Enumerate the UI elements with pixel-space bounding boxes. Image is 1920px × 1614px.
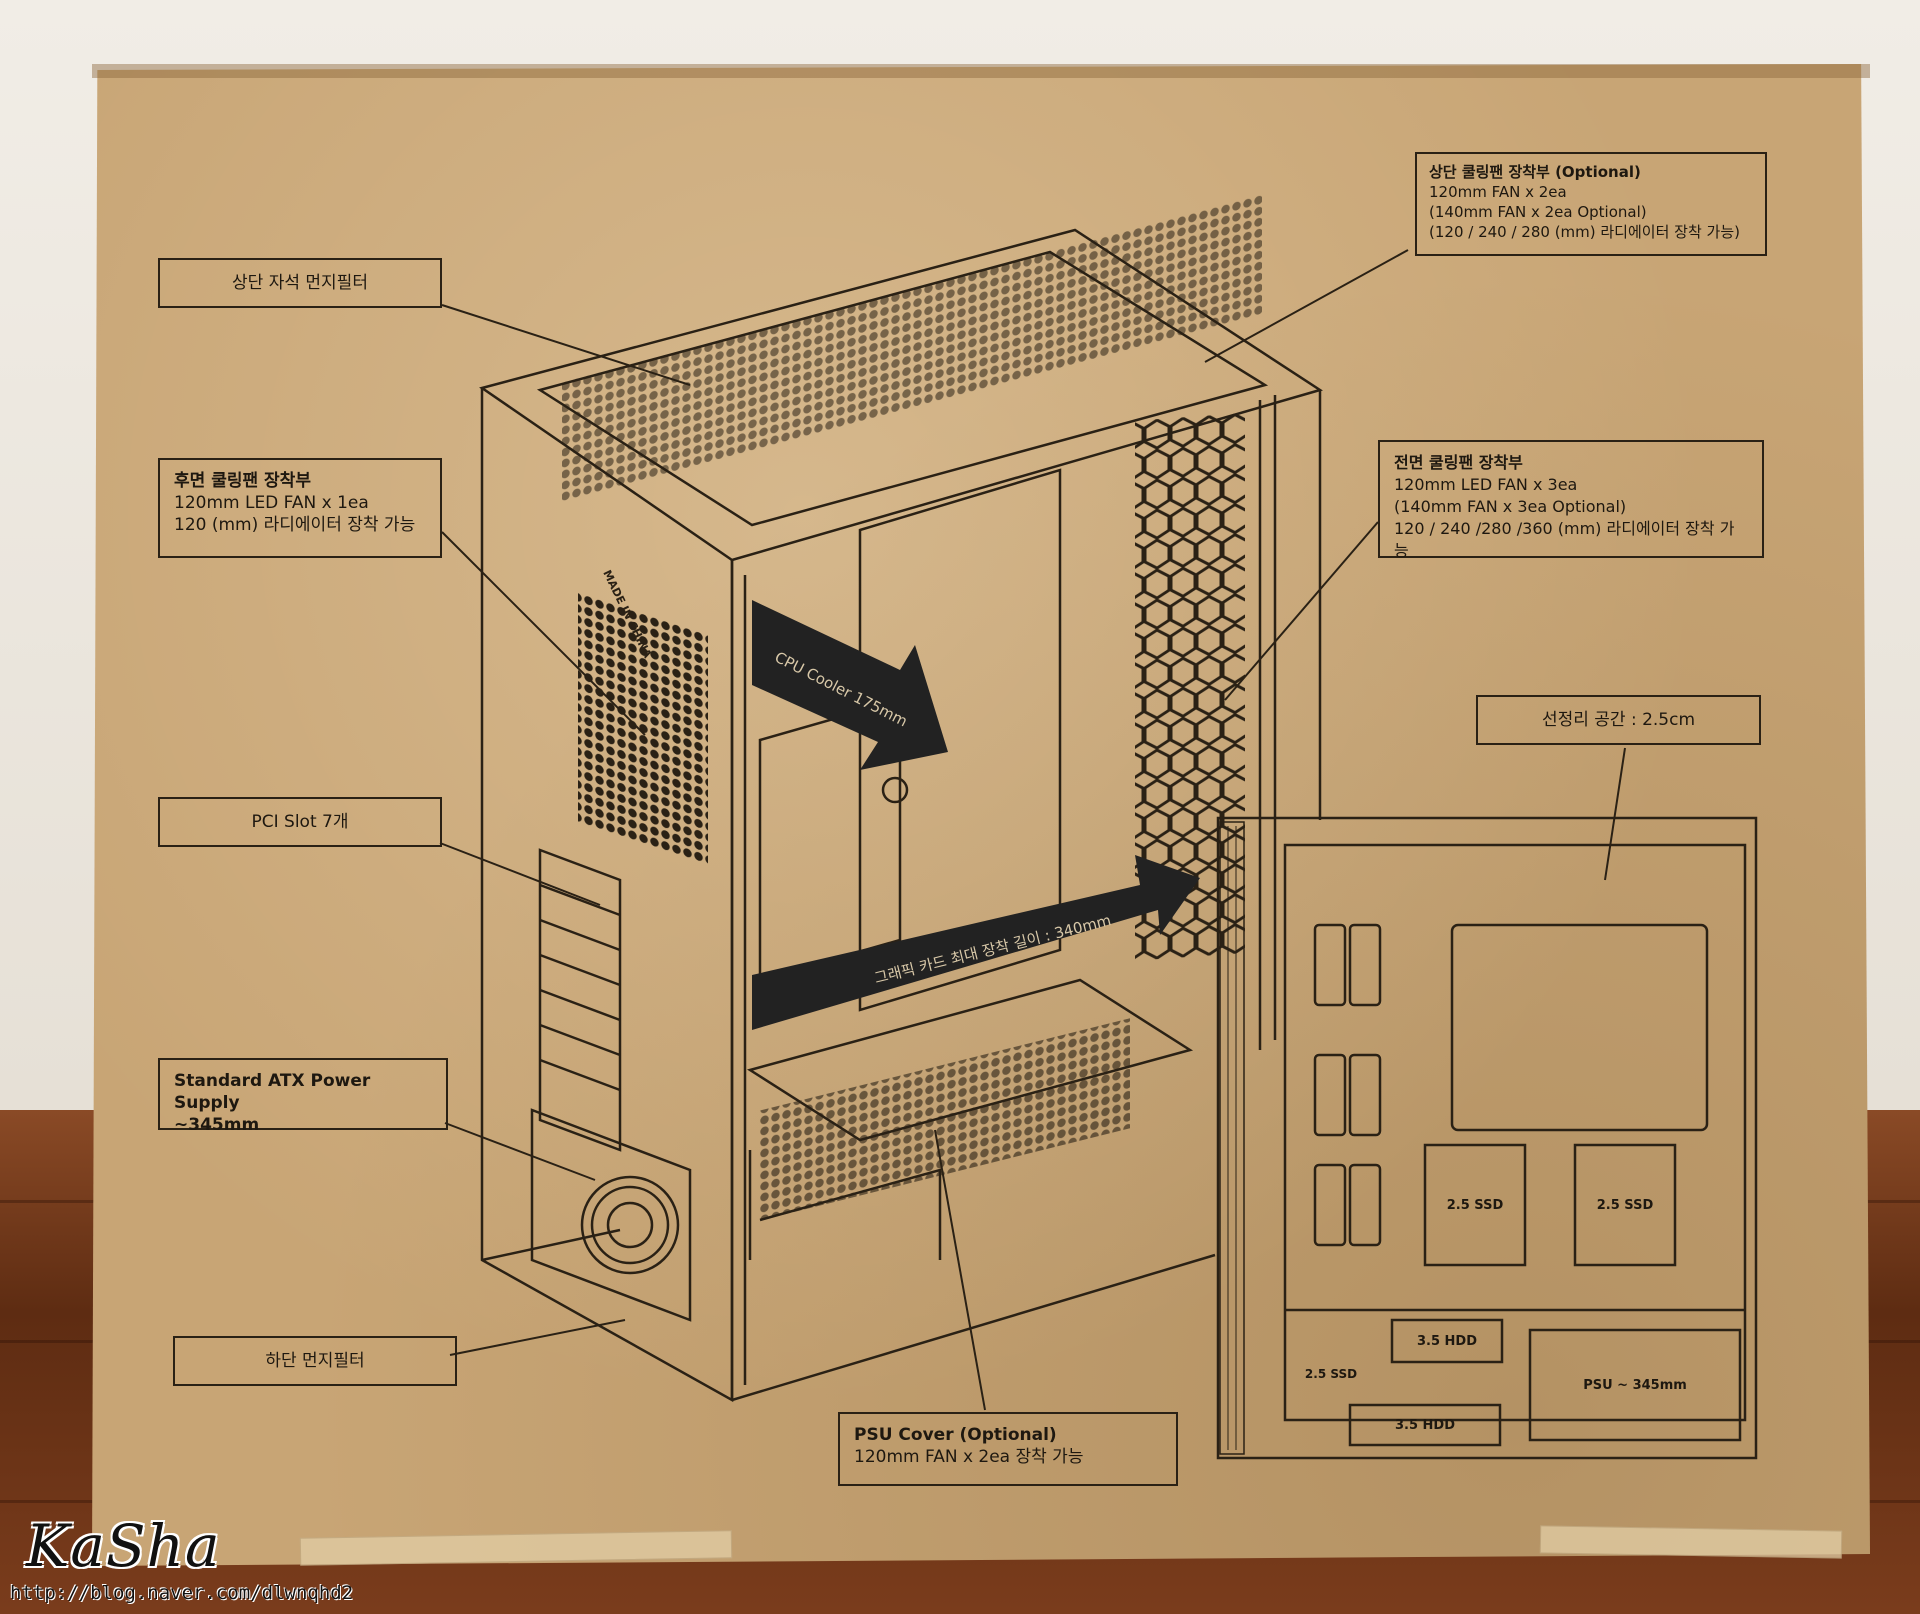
rear-fan-line2: 120 (mm) 라디에이터 장착 가능 bbox=[174, 515, 416, 535]
rear-fan-label: 후면 쿨링팬 장착부 120mm LED FAN x 1ea 120 (mm) … bbox=[158, 458, 442, 558]
psu-line2: ~345mm bbox=[174, 1115, 260, 1135]
side-view-drawing bbox=[1216, 816, 1758, 1460]
front-fan-line1: 120mm LED FAN x 3ea bbox=[1394, 475, 1578, 494]
ssd-small-label: 2.5 SSD bbox=[1304, 1367, 1358, 1381]
callout-leader-lines bbox=[439, 249, 1626, 1411]
gpu-length-arrow bbox=[752, 855, 1200, 1030]
cpu-cooler-arrow bbox=[752, 600, 948, 770]
cable-space-label: 선정리 공간 : 2.5cm bbox=[1476, 695, 1761, 745]
case-interior bbox=[746, 468, 1194, 1260]
hdd-bottom-label: 3.5 HDD bbox=[1394, 1417, 1456, 1433]
psu-cover-label: PSU Cover (Optional) 120mm FAN x 2ea 장착 … bbox=[838, 1412, 1178, 1486]
pci-slots bbox=[538, 848, 622, 1152]
top-fan-line1: 120mm FAN x 2ea bbox=[1429, 183, 1567, 201]
front-fan-line3: 120 / 240 /280 /360 (mm) 라디에이터 장착 가능 bbox=[1394, 519, 1735, 560]
watermark-signature: KaSha bbox=[26, 1512, 221, 1580]
watermark-url: http://blog.naver.com/dlwnqhd2 bbox=[10, 1582, 354, 1604]
ssd-left-label: 2.5 SSD bbox=[1446, 1197, 1504, 1213]
top-fan-title: 상단 쿨링팬 장착부 (Optional) bbox=[1429, 163, 1641, 181]
ssd-right-label: 2.5 SSD bbox=[1596, 1197, 1654, 1213]
psu-line1: Standard ATX Power Supply bbox=[174, 1071, 371, 1113]
top-fan-line3: (120 / 240 / 280 (mm) 라디에이터 장착 가능) bbox=[1429, 223, 1740, 241]
bottom-dust-filter-label: 하단 먼지필터 bbox=[173, 1336, 457, 1386]
front-fan-label: 전면 쿨링팬 장착부 120mm LED FAN x 3ea (140mm FA… bbox=[1378, 440, 1764, 560]
psu-cover-title: PSU Cover (Optional) bbox=[854, 1425, 1057, 1445]
top-fan-line2: (140mm FAN x 2ea Optional) bbox=[1429, 203, 1647, 221]
pc-case-outline bbox=[479, 193, 1323, 1403]
top-dust-filter-label: 상단 자석 먼지필터 bbox=[158, 258, 442, 308]
psu-side-label: PSU ~ 345mm bbox=[1583, 1377, 1687, 1393]
rear-fan-title: 후면 쿨링팬 장착부 bbox=[174, 471, 311, 491]
hdd-top-label: 3.5 HDD bbox=[1416, 1333, 1478, 1349]
pci-slot-label: PCI Slot 7개 bbox=[158, 797, 442, 847]
rear-fan-line1: 120mm LED FAN x 1ea bbox=[174, 493, 369, 513]
psu-cover-line1: 120mm FAN x 2ea 장착 가능 bbox=[854, 1447, 1084, 1467]
front-fan-title: 전면 쿨링팬 장착부 bbox=[1394, 453, 1523, 472]
top-fan-label: 상단 쿨링팬 장착부 (Optional) 120mm FAN x 2ea (1… bbox=[1415, 152, 1767, 256]
front-fan-line2: (140mm FAN x 3ea Optional) bbox=[1394, 497, 1627, 516]
psu-label: Standard ATX Power Supply ~345mm bbox=[158, 1058, 448, 1135]
box-top-flap-edge bbox=[92, 64, 1870, 78]
psu-fan bbox=[530, 1108, 692, 1322]
rear-mesh bbox=[578, 592, 708, 866]
